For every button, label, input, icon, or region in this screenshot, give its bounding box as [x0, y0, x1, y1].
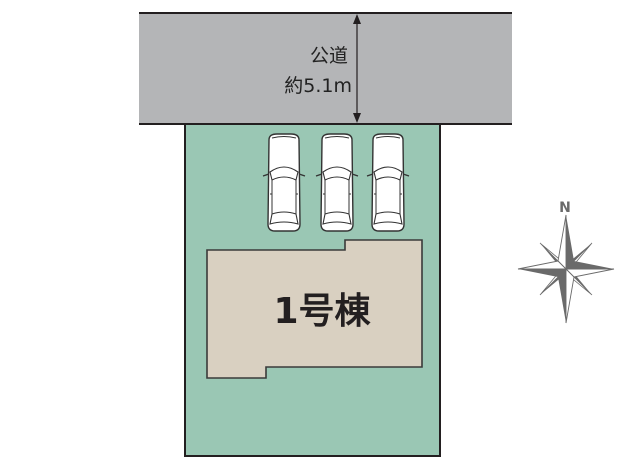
- north-label: N: [559, 200, 571, 216]
- car-3: [366, 133, 410, 232]
- building-footprint: [206, 239, 423, 379]
- road-name-label: 公道: [310, 45, 348, 67]
- car-1: [262, 133, 306, 232]
- public-road: [139, 12, 512, 125]
- road-width-arrow: [353, 14, 361, 123]
- building-label: 1号棟: [273, 291, 371, 332]
- road-surface: [139, 13, 512, 124]
- compass-rose-icon: N: [517, 200, 615, 324]
- parking-area: [262, 133, 410, 232]
- road-width-label: 約5.1m: [284, 75, 352, 97]
- car-2: [315, 133, 359, 232]
